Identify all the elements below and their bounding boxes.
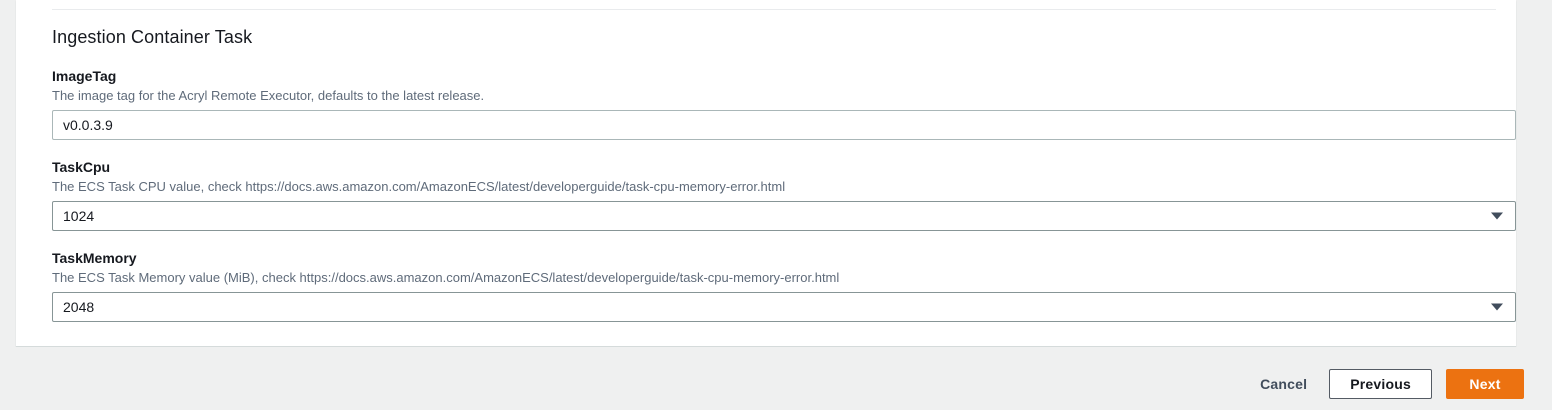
taskmemory-select[interactable]: 2048 [52,292,1516,322]
field-label-taskcpu: TaskCpu [52,159,111,175]
wizard-footer: Cancel Previous Next [0,347,1552,410]
page-title: Ingestion Container Task [52,27,253,47]
field-label-taskmemory: TaskMemory [52,250,137,266]
chevron-down-icon [1491,303,1503,311]
card-content: Ingestion Container Task ImageTag The im… [52,26,1516,322]
taskcpu-select-value: 1024 [63,208,95,224]
ingestion-container-task-card: Ingestion Container Task ImageTag The im… [16,0,1516,347]
previous-button[interactable]: Previous [1329,369,1432,399]
footer-actions: Cancel Previous Next [1252,369,1524,399]
cancel-button[interactable]: Cancel [1252,369,1315,399]
card-top-divider [52,9,1496,10]
field-description-taskcpu: The ECS Task CPU value, check https://do… [52,179,786,194]
form-field-taskcpu: TaskCpu The ECS Task CPU value, check ht… [52,158,1516,231]
taskmemory-select-value: 2048 [63,299,95,315]
field-label-imagetag: ImageTag [52,68,117,84]
chevron-down-icon [1491,212,1503,220]
next-button[interactable]: Next [1446,369,1524,399]
field-description-taskmemory: The ECS Task Memory value (MiB), check h… [52,270,840,285]
taskcpu-select[interactable]: 1024 [52,201,1516,231]
field-description-imagetag: The image tag for the Acryl Remote Execu… [52,88,485,103]
imagetag-input[interactable]: v0.0.3.9 [52,110,1516,140]
imagetag-input-value: v0.0.3.9 [63,117,113,133]
form-field-taskmemory: TaskMemory The ECS Task Memory value (Mi… [52,249,1516,322]
form-field-imagetag: ImageTag The image tag for the Acryl Rem… [52,67,1516,140]
